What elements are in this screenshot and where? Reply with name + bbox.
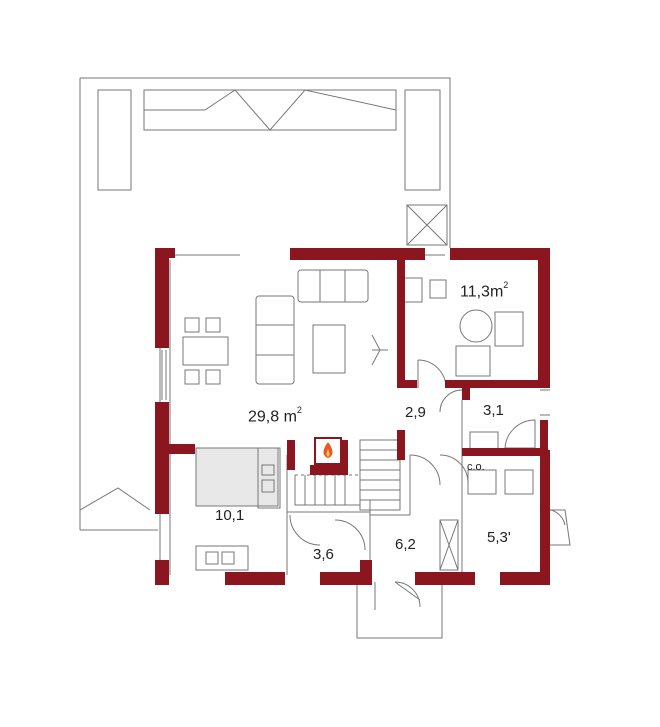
office-area-unit: m xyxy=(489,283,504,301)
boiler-label: c.o. xyxy=(467,462,485,473)
living-area-unit: m xyxy=(283,408,297,426)
utility-area-mark: ' xyxy=(507,529,511,546)
wc-area-value: 3,1 xyxy=(483,402,504,419)
co-label: c.o. xyxy=(467,461,485,473)
room-area-hall: 2,9 xyxy=(405,405,426,420)
room-area-utility: 5,3' xyxy=(487,530,511,545)
kitchen-fixtures xyxy=(195,447,281,571)
room-area-living: 29,8 m2 xyxy=(248,405,302,426)
living-area-value: 29,8 xyxy=(248,408,280,426)
walls xyxy=(155,248,550,585)
entrance-porch xyxy=(356,581,443,639)
doors xyxy=(289,359,571,551)
room-area-entrance: 6,2 xyxy=(395,537,416,552)
office-area-exp: 2 xyxy=(503,280,509,290)
terrace-outline xyxy=(79,77,451,531)
staircase xyxy=(294,439,401,511)
living-furniture xyxy=(182,269,388,385)
fireplace-icon xyxy=(314,437,342,465)
room-area-office: 11,3m2 xyxy=(460,280,509,301)
hall-area-value: 2,9 xyxy=(405,404,426,421)
pantry-area-value: 3,6 xyxy=(313,546,334,563)
office-area-value: 11,3 xyxy=(460,283,490,301)
entrance-area-value: 6,2 xyxy=(395,536,416,553)
room-area-pantry: 3,6 xyxy=(313,547,334,562)
utility-area-value: 5,3 xyxy=(487,529,508,546)
room-area-wc: 3,1 xyxy=(483,403,504,418)
living-area-exp: 2 xyxy=(296,405,302,415)
kitchen-area-value: 10,1 xyxy=(215,507,245,524)
bathroom-fixtures xyxy=(439,419,536,571)
room-area-kitchen: 10,1 xyxy=(215,508,244,523)
office-furniture xyxy=(403,277,524,377)
